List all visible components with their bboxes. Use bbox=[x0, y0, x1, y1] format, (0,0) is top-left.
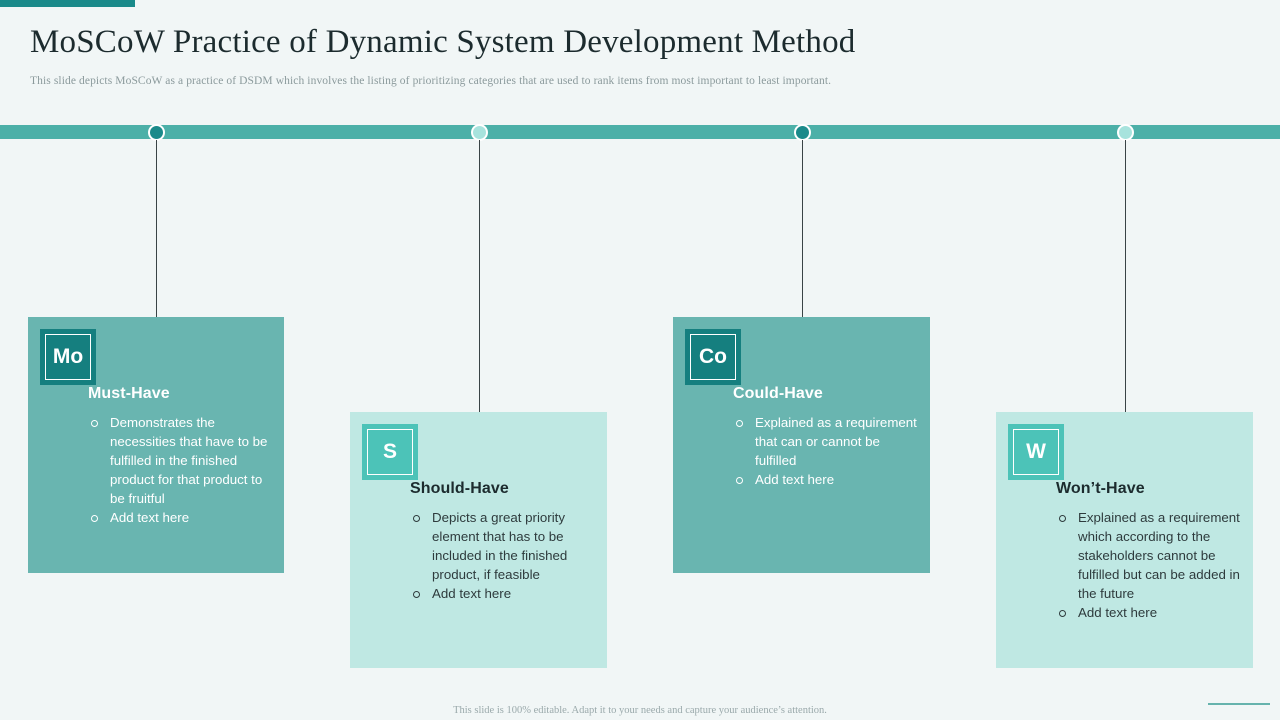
footer-note: This slide is 100% editable. Adapt it to… bbox=[453, 705, 827, 716]
list-item: Add text here bbox=[735, 470, 920, 489]
badge-label: S bbox=[382, 440, 397, 463]
card-could-have[interactable]: Co Could-Have Explained as a requirement… bbox=[673, 317, 930, 573]
timeline-node-4[interactable] bbox=[1117, 124, 1134, 141]
timeline-node-3[interactable] bbox=[794, 124, 811, 141]
connector-line-4 bbox=[1125, 140, 1126, 413]
connector-line-1 bbox=[156, 140, 157, 318]
page-subtitle: This slide depicts MoSCoW as a practice … bbox=[30, 75, 832, 87]
card-heading-wont-have: Won’t-Have bbox=[1056, 480, 1145, 497]
timeline-node-2[interactable] bbox=[471, 124, 488, 141]
bottom-right-accent-line bbox=[1208, 703, 1270, 705]
badge-label: W bbox=[1026, 440, 1046, 463]
connector-line-3 bbox=[802, 140, 803, 318]
list-item: Add text here bbox=[1058, 603, 1243, 622]
badge-should-have: S bbox=[362, 424, 418, 480]
timeline-bar bbox=[0, 125, 1280, 139]
card-heading-could-have: Could-Have bbox=[733, 385, 823, 402]
bullet-list-wont-have: Explained as a requirement which accordi… bbox=[1058, 508, 1243, 622]
bullet-list-could-have: Explained as a requirement that can or c… bbox=[735, 413, 920, 489]
badge-must-have: Mo bbox=[40, 329, 96, 385]
bullet-list-should-have: Depicts a great priority element that ha… bbox=[412, 508, 597, 603]
badge-label: Mo bbox=[52, 345, 84, 368]
top-left-accent-bar bbox=[0, 0, 135, 7]
card-wont-have[interactable]: W Won’t-Have Explained as a requirement … bbox=[996, 412, 1253, 668]
list-item: Explained as a requirement which accordi… bbox=[1058, 508, 1243, 603]
list-item: Add text here bbox=[90, 508, 274, 527]
badge-wont-have: W bbox=[1008, 424, 1064, 480]
list-item: Add text here bbox=[412, 584, 597, 603]
badge-label: Co bbox=[699, 345, 727, 368]
page-title: MoSCoW Practice of Dynamic System Develo… bbox=[30, 24, 856, 60]
connector-line-2 bbox=[479, 140, 480, 413]
badge-could-have: Co bbox=[685, 329, 741, 385]
card-heading-should-have: Should-Have bbox=[410, 480, 509, 497]
timeline-node-1[interactable] bbox=[148, 124, 165, 141]
list-item: Demonstrates the necessities that have t… bbox=[90, 413, 274, 508]
card-should-have[interactable]: S Should-Have Depicts a great priority e… bbox=[350, 412, 607, 668]
bullet-list-must-have: Demonstrates the necessities that have t… bbox=[90, 413, 274, 527]
card-must-have[interactable]: Mo Must-Have Demonstrates the necessitie… bbox=[28, 317, 284, 573]
list-item: Depicts a great priority element that ha… bbox=[412, 508, 597, 584]
list-item: Explained as a requirement that can or c… bbox=[735, 413, 920, 470]
card-heading-must-have: Must-Have bbox=[88, 385, 170, 402]
